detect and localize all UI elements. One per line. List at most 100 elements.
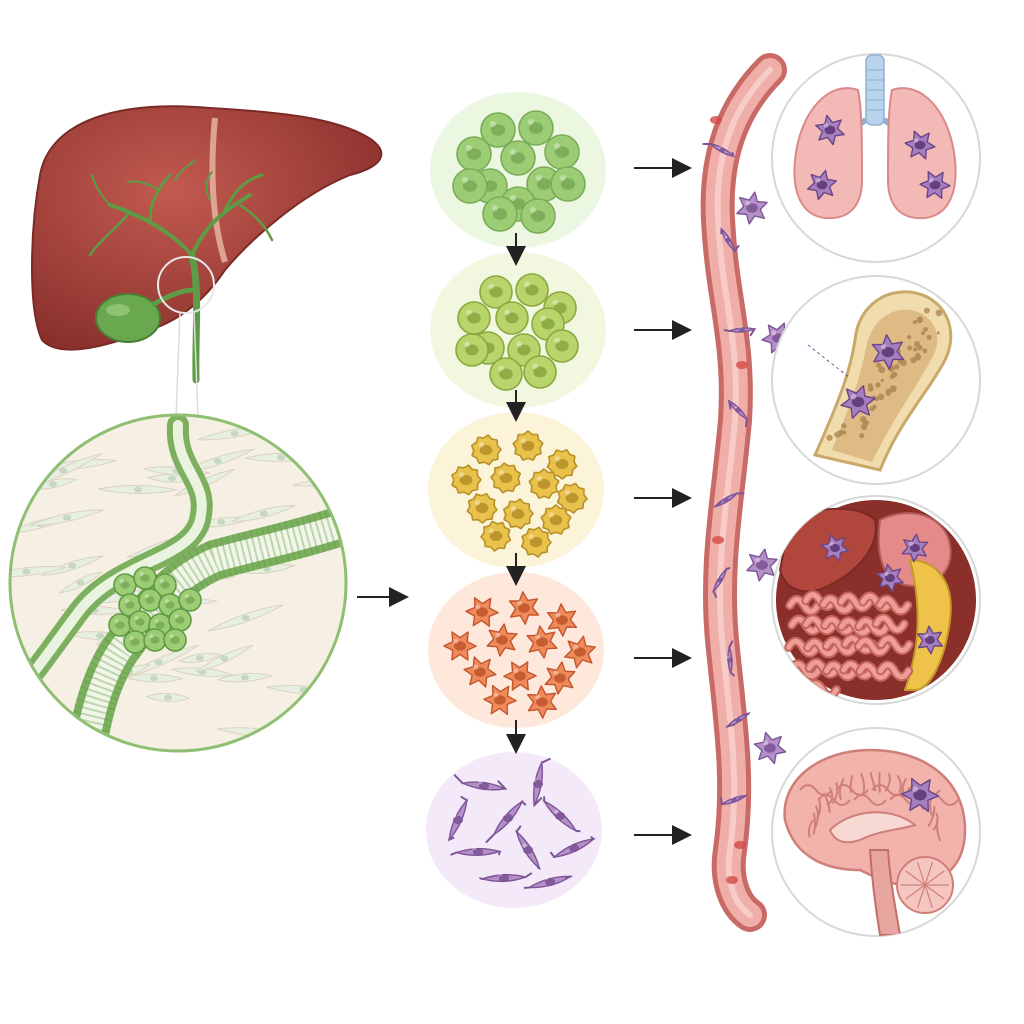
cell (526, 625, 558, 659)
red-blood-cell (736, 361, 748, 369)
cell (515, 825, 541, 871)
cell (453, 774, 508, 791)
falciform-ligament (209, 117, 228, 263)
cell (720, 227, 740, 253)
cell (113, 573, 137, 597)
cell (455, 333, 489, 367)
cell (550, 166, 586, 202)
cell (479, 275, 513, 309)
cell (480, 112, 516, 148)
cell (512, 430, 544, 461)
bile-duct-tissue-magnified (8, 413, 348, 753)
cell (815, 114, 845, 146)
stage-glow (426, 752, 602, 908)
flow-arrows (357, 158, 692, 845)
cell (876, 563, 904, 593)
cell (451, 464, 482, 496)
red-blood-cell (710, 116, 722, 124)
brain-icon (783, 748, 967, 936)
cell (727, 399, 749, 428)
red-blood-cell (712, 536, 724, 544)
cell (108, 613, 132, 637)
cell (549, 836, 596, 859)
cell (871, 334, 905, 370)
abdomen-icon (776, 500, 976, 702)
cell (725, 712, 751, 728)
cell (480, 520, 512, 552)
lung-metastasis-site (771, 53, 981, 263)
cell (542, 796, 581, 833)
cell (904, 130, 936, 160)
cell (719, 794, 749, 806)
cell (901, 533, 929, 563)
cell (470, 434, 502, 466)
blood-vessel (700, 53, 795, 932)
cell (502, 498, 534, 530)
cell (820, 534, 850, 562)
cell (495, 301, 529, 335)
cell (544, 134, 580, 170)
cell (450, 845, 502, 857)
cell (540, 504, 572, 535)
cell (163, 628, 187, 652)
cell (723, 326, 757, 337)
tumor-cell-cluster (108, 566, 202, 654)
cell (485, 799, 527, 843)
cell (702, 142, 736, 158)
bone-metastasis-site (771, 275, 981, 485)
cell (546, 449, 578, 480)
cell (753, 731, 787, 765)
cell (544, 661, 576, 695)
cell (168, 608, 192, 632)
cell (138, 588, 162, 612)
zoom-marker-ring (157, 256, 215, 314)
cell (143, 628, 167, 652)
cell (916, 625, 944, 655)
abdominal-metastasis-site (771, 495, 981, 705)
cell (448, 795, 468, 842)
cell (523, 875, 574, 889)
cell (523, 355, 557, 389)
cell (133, 566, 157, 590)
red-blood-cell (726, 876, 738, 884)
cell (128, 610, 152, 634)
stage-5-metastatic-cells (426, 752, 602, 908)
cell (564, 635, 596, 669)
stage-2-early-dysplasia (430, 252, 606, 408)
gallbladder (95, 293, 161, 343)
cell (545, 329, 579, 363)
cell (466, 492, 498, 524)
cell (840, 385, 876, 419)
cell (443, 631, 477, 661)
cell (178, 588, 202, 612)
cell (456, 136, 492, 172)
cell (919, 171, 951, 199)
cell (486, 623, 518, 657)
cell (503, 661, 537, 691)
cell (532, 757, 551, 808)
stage-3-dysplasia (428, 412, 604, 568)
cell (518, 110, 554, 146)
cell (712, 567, 731, 599)
cell (118, 593, 142, 617)
cell (546, 603, 578, 637)
brain-metastasis-site (771, 727, 981, 937)
cell (527, 685, 557, 719)
cell (736, 191, 768, 225)
liver-illustration (31, 105, 383, 419)
cell (713, 492, 745, 508)
stage-4-carcinoma (428, 572, 604, 728)
cell (520, 526, 552, 558)
cell (490, 462, 522, 494)
cell (463, 656, 497, 688)
cell (479, 871, 533, 883)
cell (520, 198, 556, 234)
cell (746, 548, 778, 582)
cell (482, 196, 518, 232)
cell-progression-column (426, 92, 606, 908)
cell (508, 591, 540, 625)
red-blood-cell (734, 841, 746, 849)
cell (489, 357, 523, 391)
